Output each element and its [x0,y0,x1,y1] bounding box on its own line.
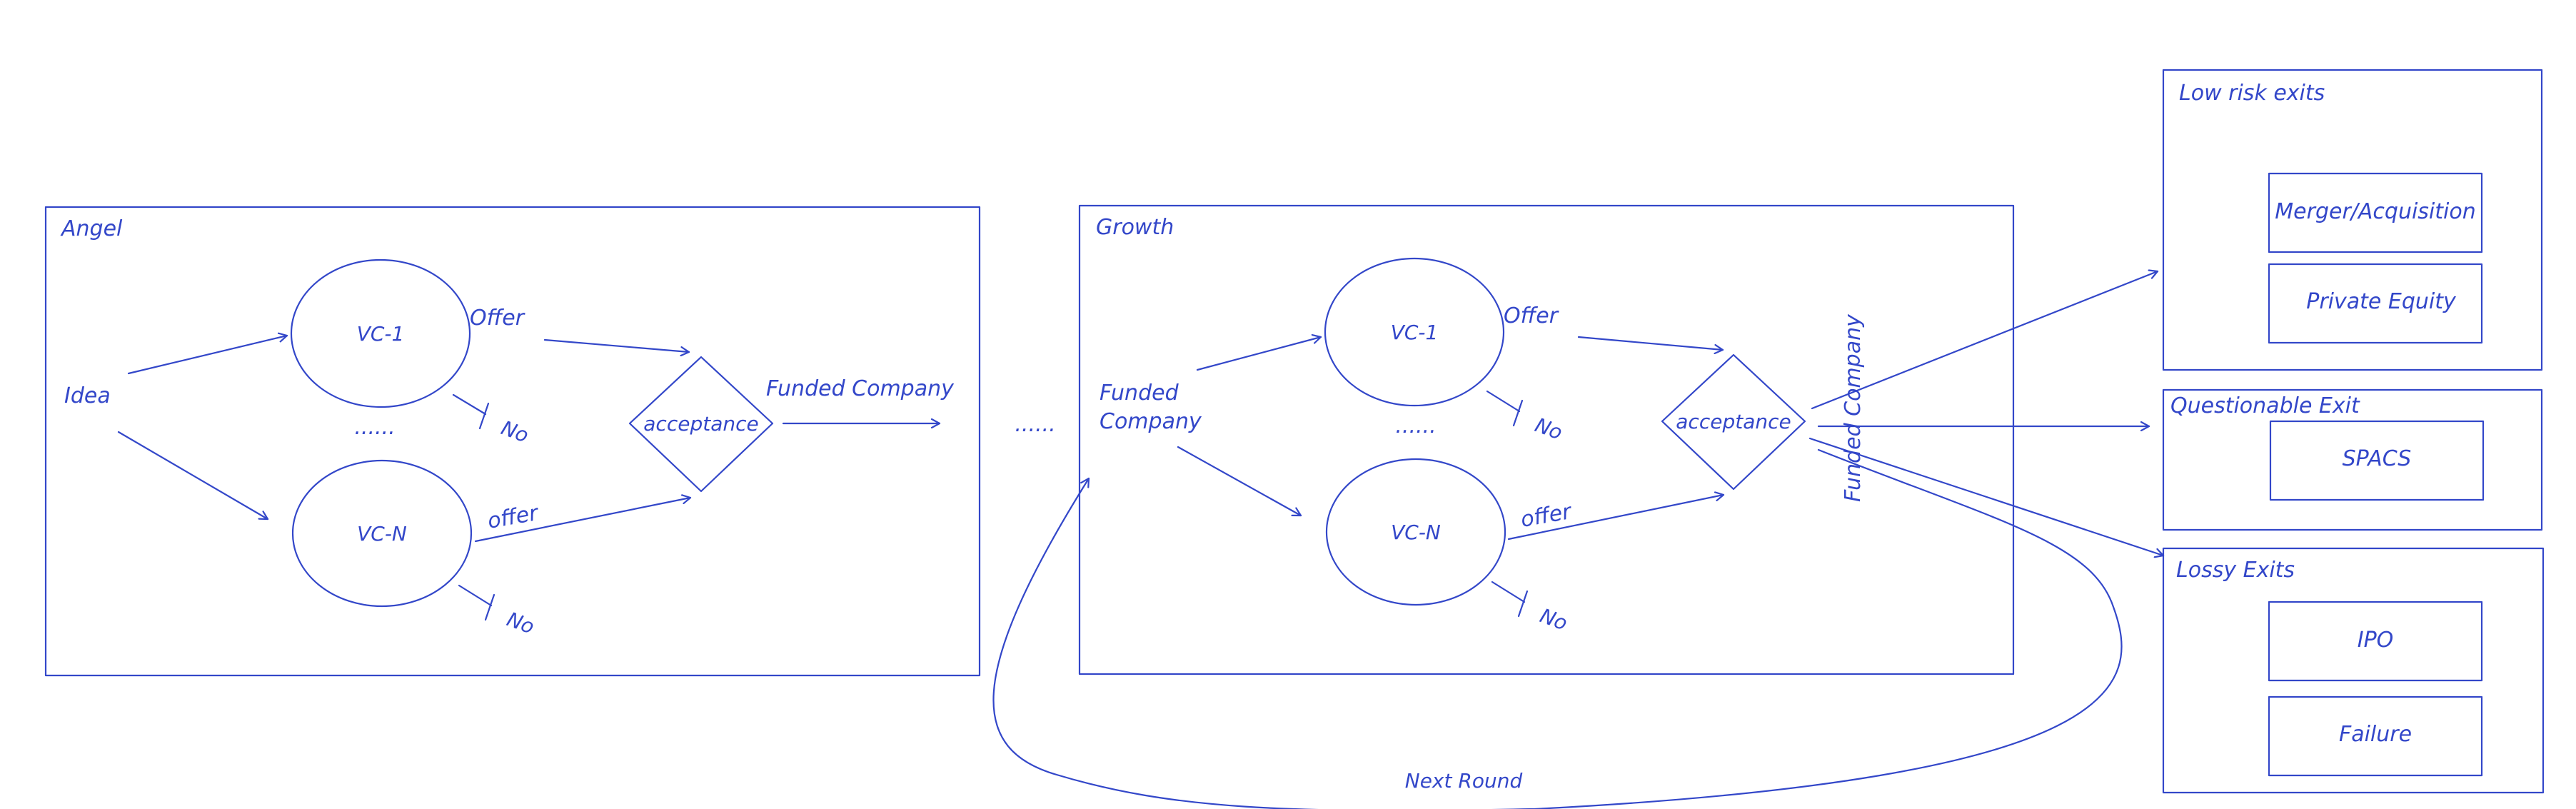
angel-vcn-no-path [458,584,493,607]
growth-vc1-no-bar [1512,399,1524,427]
growth-funded-company-vertical-label: Funded Company [1841,313,1866,502]
angel-vcn-offer-arrow [474,498,692,543]
angel-vcn-no-label: No [504,608,538,639]
angel-vcn-no-bar [484,593,495,621]
growth-stage-title: Growth [1096,215,1174,240]
growth-vc1-no-label: No [1532,413,1566,445]
next-round-loop-arrow [992,448,2123,809]
angel-vc1-no-label: No [498,416,532,448]
private-equity-box [2268,263,2483,344]
growth-acceptance-diamond [1661,353,1806,491]
arrow-to-lossy-exits [1808,437,2165,556]
growth-vcn-node [1325,458,1506,606]
merger-acquisition-box [2268,172,2483,253]
growth-vc1-no-path [1486,390,1521,413]
growth-funded-label-line2: Company [1100,409,1202,434]
growth-vcn-no-label: No [1537,604,1571,635]
growth-vc1-offer-label: Offer [1504,303,1559,328]
angel-stage-box [44,206,981,677]
failure-box [2268,695,2483,777]
questionable-exit-panel [2162,388,2543,531]
between-stages-ellipsis: ...... [1015,412,1055,437]
next-round-label: Next Round [1405,769,1523,793]
growth-vc1-label: VC-1 [1391,321,1439,344]
angel-funded-company-label: Funded Company [766,376,955,401]
angel-acceptance-diamond [628,356,774,493]
lossy-exits-title: Lossy Exits [2176,558,2295,583]
ipo-label: IPO [2358,628,2394,653]
angel-vcn-node [291,459,473,608]
growth-vc-ellipsis: ...... [1395,413,1436,438]
growth-funded-to-vc1-arrow [1196,337,1322,371]
growth-vcn-label: VC-N [1391,521,1441,544]
angel-idea-to-vcn-arrow [117,431,269,521]
angel-vc1-node [290,258,471,408]
private-equity-label: Private Equity [2306,289,2457,314]
low-risk-exits-title: Low risk exits [2179,81,2325,106]
angel-idea-to-vc1-arrow [127,336,288,375]
angel-vc1-label: VC-1 [357,322,405,346]
arrow-to-low-risk-exits [1811,271,2159,410]
merger-acquisition-label: Merger/Acquisition [2275,199,2475,224]
growth-vcn-no-bar [1517,590,1529,618]
angel-stage-title: Angel [60,216,123,241]
growth-acceptance-label: acceptance [1676,410,1791,433]
growth-vcn-offer-arrow [1507,495,1725,541]
growth-vc1-offer-arrow [1577,336,1724,350]
spacs-label: SPACS [2343,446,2412,471]
growth-stage-box [1078,204,2015,675]
growth-funded-to-vcn-arrow [1177,446,1302,517]
low-risk-exits-panel [2162,69,2543,371]
growth-vcn-no-path [1491,581,1526,603]
angel-vc1-no-path [452,393,487,416]
angel-vc1-offer-arrow [543,338,690,352]
growth-funded-label-line1: Funded [1100,381,1179,406]
idea-label: Idea [64,383,111,408]
ipo-box [2268,601,2483,682]
failure-label: Failure [2339,722,2412,747]
angel-vc-ellipsis: ...... [354,415,395,440]
angel-vc1-offer-label: Offer [470,306,525,331]
spacs-box [2269,420,2485,501]
angel-vc1-no-bar [478,402,490,430]
lossy-exits-panel [2162,547,2545,794]
growth-vc1-node [1324,257,1505,407]
angel-acceptance-label: acceptance [643,412,758,436]
angel-vcn-label: VC-N [357,522,407,546]
questionable-exit-title: Questionable Exit [2170,393,2360,418]
